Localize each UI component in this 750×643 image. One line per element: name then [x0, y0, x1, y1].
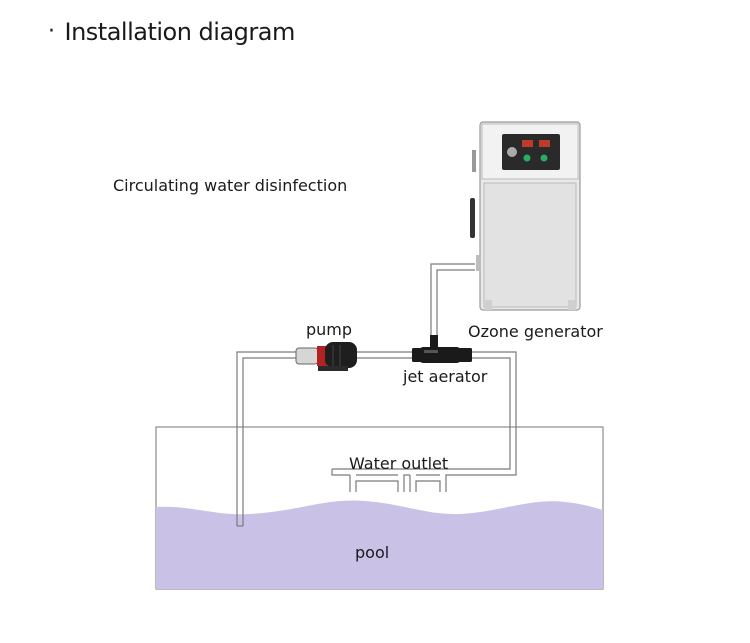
title-text: Installation diagram: [64, 18, 296, 46]
label-pool: pool: [355, 543, 390, 562]
ozone-generator: [470, 121, 581, 311]
main-pipe: [355, 351, 412, 359]
label-jet-aerator: jet aerator: [403, 367, 488, 386]
label-circulating-water-disinfection: Circulating water disinfection: [113, 176, 348, 195]
suction-pipe: [236, 351, 300, 527]
ozone-pipe: [430, 263, 475, 346]
label-pump: pump: [306, 320, 353, 339]
pump: [295, 342, 357, 371]
return-pipe: [331, 351, 517, 492]
title-bullet: ·: [48, 19, 55, 44]
label-water-outlet: Water outlet: [349, 454, 449, 473]
label-ozone-generator: Ozone generator: [468, 322, 603, 341]
page-title: · Installation diagram: [48, 18, 295, 46]
jet-aerator: [412, 335, 472, 363]
pool-water: [156, 500, 603, 589]
